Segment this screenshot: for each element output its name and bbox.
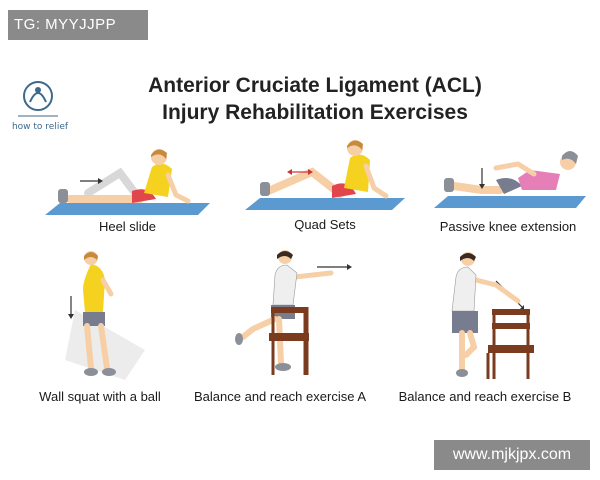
balance-reach-a-figure xyxy=(235,250,352,375)
brand-logo-text: how to relief xyxy=(11,122,69,132)
title-line-1: Anterior Cruciate Ligament (ACL) xyxy=(148,74,482,97)
exercise-label-quad-sets: Quad Sets xyxy=(294,217,356,232)
brand-logo: how to relief xyxy=(8,72,68,142)
exercise-label-heel-slide: Heel slide xyxy=(98,219,157,234)
exercise-label-passive-knee-extension: Passive knee extension xyxy=(439,219,577,234)
exercise-label-balance-reach-b: Balance and reach exercise B xyxy=(398,389,572,404)
title-line-2: Injury Rehabilitation Exercises xyxy=(162,101,468,124)
balance-reach-b-figure xyxy=(451,252,534,379)
passive-knee-extension-figure xyxy=(434,151,586,208)
watermark-top: TG: MYYJJPP xyxy=(8,10,148,40)
exercise-label-wall-squat: Wall squat with a ball xyxy=(39,389,161,404)
heel-slide-figure xyxy=(45,149,210,215)
page-title: Anterior Cruciate Ligament (ACL) Injury … xyxy=(105,72,525,126)
quad-sets-figure xyxy=(245,140,405,210)
exercise-label-balance-reach-a: Balance and reach exercise A xyxy=(194,389,366,404)
watermark-bottom: www.mjkjpx.com xyxy=(434,440,590,470)
brand-logo-icon xyxy=(18,81,58,117)
wall-squat-figure xyxy=(65,251,145,380)
